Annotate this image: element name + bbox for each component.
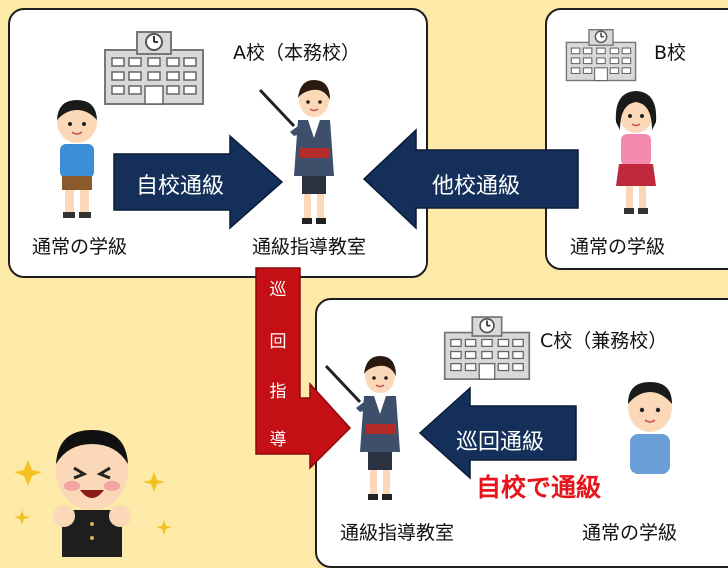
school-c-regular-class-label: 通常の学級 — [582, 522, 678, 544]
student-girl-icon — [615, 91, 657, 214]
teacher-c-icon — [324, 356, 400, 500]
own-school-arrow — [113, 134, 284, 230]
student-boy-c-icon — [628, 382, 672, 474]
other-school-arrow-label: 他校通級 — [432, 174, 521, 199]
own-school-attendance-note: 自校で通級 — [476, 473, 602, 502]
student-boy-icon — [57, 100, 97, 218]
itinerant-guidance-char-3: 指 — [269, 382, 287, 402]
school-a-name: A校（本務校） — [233, 42, 360, 64]
itinerant-guidance-char-4: 導 — [269, 430, 287, 450]
other-school-arrow — [362, 128, 579, 230]
school-a-panel — [8, 8, 428, 278]
itinerant-attendance-arrow — [418, 386, 577, 480]
itinerant-attendance-arrow-label: 巡回通級 — [456, 430, 545, 455]
school-a-regular-class-label: 通常の学級 — [32, 236, 128, 258]
school-b-name: B校 — [654, 42, 687, 64]
itinerant-guidance-char-2: 回 — [269, 332, 287, 352]
school-b-building-icon — [565, 29, 637, 82]
school-a-resource-room-label: 通級指導教室 — [252, 236, 367, 258]
itinerant-guidance-char-1: 巡 — [269, 280, 287, 300]
school-c-building-icon — [443, 316, 531, 381]
own-school-arrow-label: 自校通級 — [136, 174, 225, 199]
school-a-building-icon — [104, 31, 204, 105]
school-c-resource-room-label: 通級指導教室 — [340, 522, 455, 544]
itinerant-guidance-arrow — [255, 267, 352, 470]
school-c-name: C校（兼務校） — [540, 330, 668, 352]
teacher-a-icon — [258, 80, 334, 224]
excited-boy-icon — [14, 430, 172, 557]
school-b-regular-class-label: 通常の学級 — [570, 236, 666, 258]
